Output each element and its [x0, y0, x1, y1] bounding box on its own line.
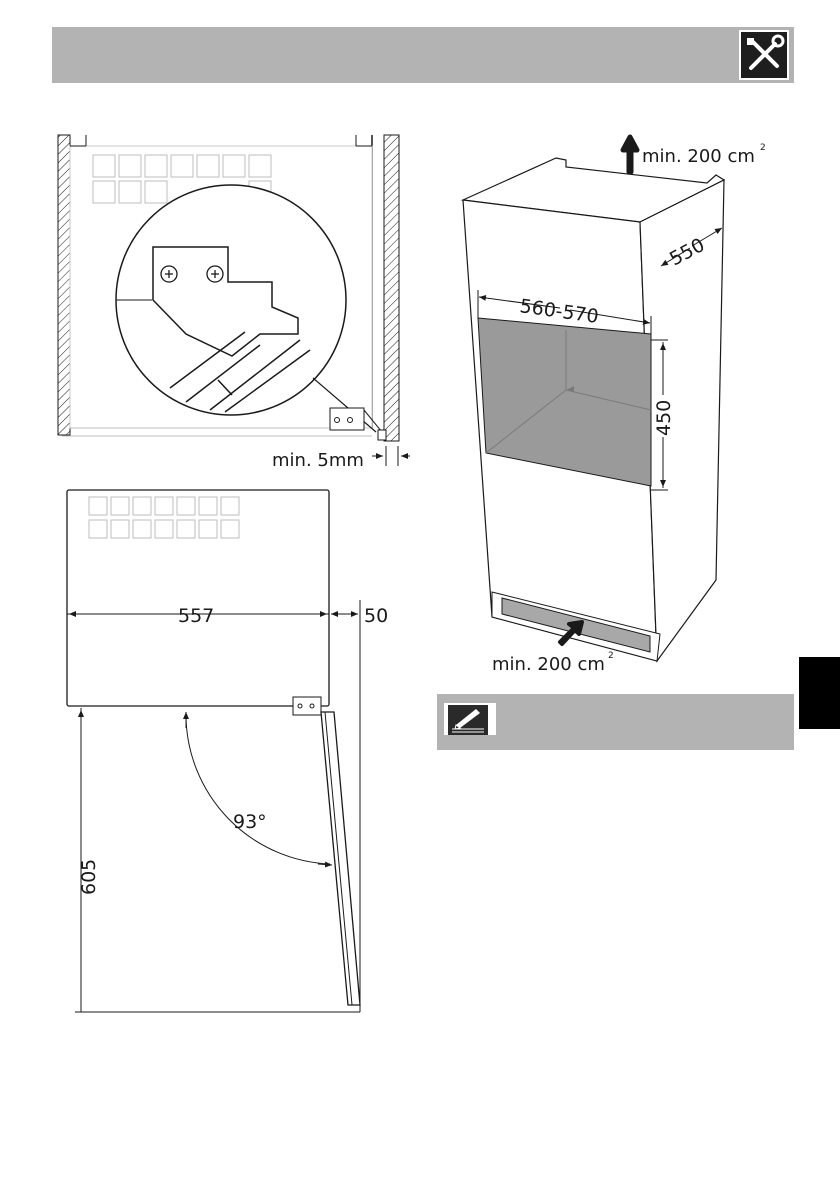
- section-tab: [799, 657, 840, 729]
- vent-bottom-superscript: 2: [608, 651, 614, 661]
- angle-label: 93°: [233, 811, 267, 833]
- depth-605-label: 605: [78, 859, 100, 895]
- tools-icon-svg: [747, 34, 785, 70]
- vent-bottom-label: min. 200 cm: [492, 654, 605, 675]
- tools-icon: [739, 30, 789, 80]
- height-450-label: 450: [653, 400, 675, 436]
- cabinet-diagram: min. 200 cm 2 min. 200 cm 2 550 560-570 …: [460, 134, 766, 675]
- vent-top-label: min. 200 cm: [642, 146, 755, 167]
- note-box: [437, 694, 794, 750]
- header-bar: [52, 27, 794, 83]
- side-view-diagram: min. 5mm: [57, 134, 410, 471]
- offset-50-label: 50: [364, 605, 388, 627]
- gap-label: min. 5mm: [272, 450, 364, 471]
- vent-top-superscript: 2: [760, 143, 766, 153]
- width-557-label: 557: [178, 605, 214, 627]
- pencil-note-icon: [444, 703, 496, 735]
- top-view-diagram: 557 50 605 93°: [66, 489, 388, 1013]
